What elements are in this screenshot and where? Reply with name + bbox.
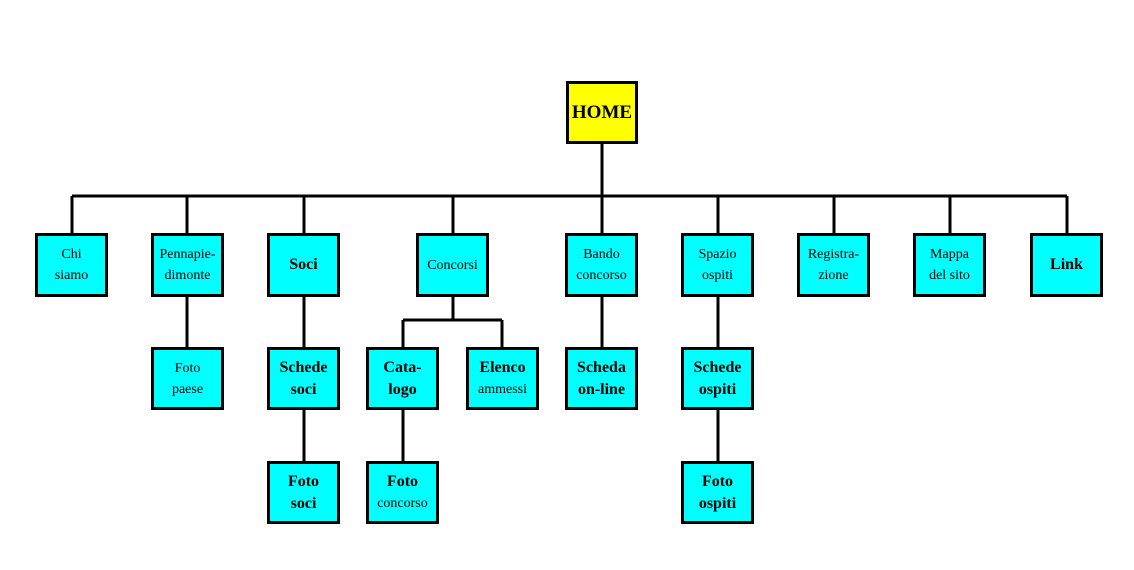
connector-group (70, 143, 1069, 462)
node-label-line2: concorso (377, 495, 428, 511)
node-label-line1: Concorsi (427, 257, 478, 273)
node-label-line1: Foto (174, 360, 201, 376)
node-label-line2: paese (171, 381, 204, 397)
node-label-line2: ammessi (478, 381, 527, 397)
node-label-line2: ospiti (701, 268, 734, 283)
node-label-line2: soci (290, 494, 317, 512)
node-foto-soci[interactable]: Foto soci (267, 461, 340, 524)
node-label-line1: Schede (693, 358, 742, 376)
node-concorsi[interactable]: Concorsi (416, 233, 489, 297)
node-link[interactable]: Link (1030, 233, 1103, 297)
node-elenco-ammessi[interactable]: Elenco ammessi (466, 347, 539, 410)
node-soci[interactable]: Soci (267, 233, 340, 297)
node-label-line1: Pennapie- (159, 247, 216, 262)
node-label-line1: Bando (583, 247, 620, 262)
node-label-line1: Scheda (577, 358, 626, 376)
node-label-line2: soci (290, 380, 317, 398)
node-catalogo[interactable]: Cata- logo (366, 347, 439, 410)
node-label-line2: siamo (54, 268, 89, 283)
node-label-line2: concorso (576, 268, 627, 283)
node-label-line1: Elenco (479, 358, 526, 376)
node-label-line2: dimonte (164, 268, 211, 283)
node-label-line1: Link (1050, 256, 1083, 273)
node-spazio-ospiti[interactable]: Spazio ospiti (681, 233, 754, 297)
node-label-line1: Foto (386, 472, 419, 490)
node-label-line1: Foto (701, 472, 734, 490)
node-registrazione[interactable]: Registra- zione (797, 233, 870, 297)
node-label-line1: Spazio (698, 247, 737, 262)
node-bando-concorso[interactable]: Bando concorso (565, 233, 638, 297)
node-label-line1: Schede (279, 358, 328, 376)
node-pennapiedimonte[interactable]: Pennapie- dimonte (151, 233, 224, 297)
node-label-line2: ospiti (698, 494, 737, 512)
node-label-line1: Registra- (807, 247, 860, 262)
node-home[interactable]: HOME (566, 81, 638, 144)
node-schede-ospiti[interactable]: Schede ospiti (681, 347, 754, 410)
node-foto-paese[interactable]: Foto paese (151, 347, 224, 410)
node-label-line2: ospiti (698, 380, 737, 398)
node-chi-siamo[interactable]: Chi siamo (35, 233, 108, 297)
node-home-label: HOME (571, 102, 633, 123)
node-scheda-online[interactable]: Scheda on-line (565, 347, 638, 410)
node-label-line1: Chi (61, 247, 82, 262)
node-label-line2: del sito (929, 268, 970, 283)
node-schede-soci[interactable]: Schede soci (267, 347, 340, 410)
node-foto-ospiti[interactable]: Foto ospiti (681, 461, 754, 524)
node-label-line2: zione (818, 268, 849, 283)
node-label-line2: on-line (577, 380, 626, 398)
node-mappa-del-sito[interactable]: Mappa del sito (913, 233, 986, 297)
node-label-line1: Cata- (383, 358, 422, 376)
node-label-line2: logo (388, 380, 417, 398)
node-label-line1: Mappa (930, 247, 969, 262)
node-foto-concorso[interactable]: Foto concorso (366, 461, 439, 524)
node-label-line1: Foto (287, 472, 320, 490)
node-label-line1: Soci (289, 256, 318, 273)
